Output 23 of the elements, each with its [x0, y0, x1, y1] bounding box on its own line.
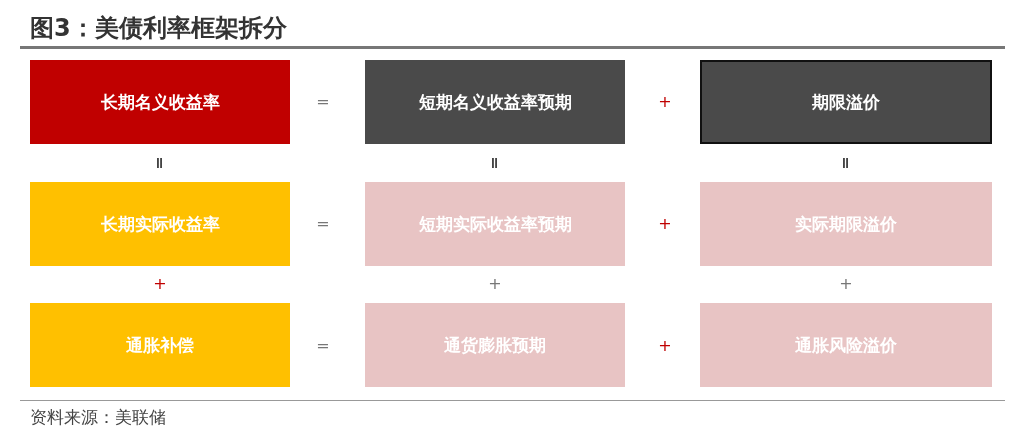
- rate-box: 期限溢价: [700, 60, 992, 144]
- operator-sign: =: [315, 94, 331, 110]
- operator-sign: +: [657, 338, 673, 354]
- rate-box: 实际期限溢价: [700, 182, 992, 266]
- equals-sign: =: [152, 155, 168, 172]
- operator-sign: +: [657, 94, 673, 110]
- rate-box: 短期实际收益率预期: [365, 182, 625, 266]
- rate-box: 长期实际收益率: [30, 182, 290, 266]
- operator-sign: +: [152, 276, 168, 292]
- rate-box: 通胀补偿: [30, 303, 290, 387]
- figure-title: 图3：美债利率框架拆分: [30, 13, 287, 44]
- rate-box: 通货膨胀预期: [365, 303, 625, 387]
- rate-box: 通胀风险溢价: [700, 303, 992, 387]
- operator-sign: =: [315, 338, 331, 354]
- operator-sign: =: [315, 216, 331, 232]
- equals-sign: =: [487, 155, 503, 172]
- source-note: 资料来源：美联储: [30, 406, 166, 429]
- rate-box: 短期名义收益率预期: [365, 60, 625, 144]
- operator-sign: +: [487, 276, 503, 292]
- equals-sign: =: [838, 155, 854, 172]
- rate-box: 长期名义收益率: [30, 60, 290, 144]
- operator-sign: +: [657, 216, 673, 232]
- operator-sign: +: [838, 276, 854, 292]
